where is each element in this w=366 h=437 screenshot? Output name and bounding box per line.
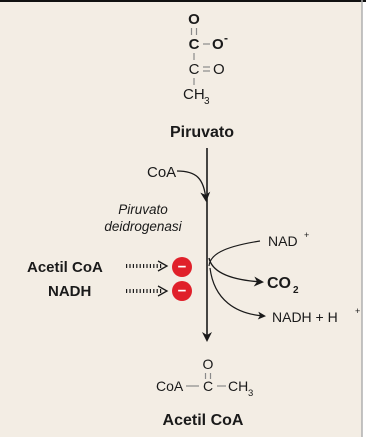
acetyl-coa-atom-o: O bbox=[203, 356, 214, 372]
pyruvate-atom-c1: C bbox=[189, 36, 200, 53]
acetyl-coa-coa: CoA bbox=[156, 378, 184, 394]
acetyl-coa-atom-c: C bbox=[203, 378, 213, 394]
inhibition-marker-acetyl-coa bbox=[172, 257, 192, 277]
pyruvate-minus-sign: - bbox=[224, 31, 228, 45]
acetyl-coa-sub-3: 3 bbox=[248, 388, 253, 399]
acetyl-coa-atom-ch: CH bbox=[228, 378, 248, 394]
inhibitor-arrow-nadh bbox=[126, 285, 169, 297]
inhibitor-label-nadh: NADH bbox=[48, 283, 91, 300]
inhibition-symbol-acetyl-coa: − bbox=[178, 259, 187, 276]
nad-input-charge: + bbox=[304, 230, 309, 240]
inhibitor-acetyl-coa: Acetil CoA − bbox=[27, 257, 192, 277]
pyruvate-atom-o-keto: O bbox=[213, 61, 225, 78]
acetyl-coa-structure: O CoA C CH 3 Acetil CoA bbox=[156, 356, 253, 429]
nadh-output-arrow bbox=[209, 267, 266, 320]
pyruvate-atom-c2: C bbox=[189, 61, 200, 78]
pyruvate-sub-3: 3 bbox=[204, 96, 210, 107]
co2-output-sub: 2 bbox=[293, 285, 299, 296]
nad-input-curve bbox=[208, 240, 261, 267]
coa-input-arrow bbox=[176, 170, 211, 202]
co2-output-arrow bbox=[208, 257, 264, 287]
pyruvate-atom-o-minus: O bbox=[212, 36, 224, 53]
acetyl-coa-name: Acetil CoA bbox=[163, 412, 244, 429]
nad-input-label: NAD bbox=[268, 233, 298, 249]
inhibition-marker-nadh bbox=[172, 281, 192, 301]
enzyme-name-line2: deidrogenasi bbox=[104, 219, 182, 234]
coa-input-label: CoA bbox=[147, 164, 176, 181]
pyruvate-name: Piruvato bbox=[170, 124, 234, 141]
pyruvate-structure: O C O - C O CH 3 Piruvato bbox=[170, 11, 234, 141]
inhibitor-label-acetyl-coa: Acetil CoA bbox=[27, 259, 103, 276]
pyruvate-atom-o-top: O bbox=[188, 11, 200, 28]
nadh-output-charge: + bbox=[355, 306, 360, 316]
co2-output-label: CO bbox=[267, 275, 291, 292]
inhibition-symbol-nadh: − bbox=[178, 283, 187, 300]
pyruvate-atom-ch: CH bbox=[183, 86, 205, 103]
nadh-output-label: NADH + H bbox=[272, 309, 338, 325]
inhibitor-arrow-acetyl-coa bbox=[126, 260, 169, 272]
enzyme-name-line1: Piruvato bbox=[118, 202, 168, 217]
inhibitor-nadh: NADH − bbox=[48, 281, 192, 301]
